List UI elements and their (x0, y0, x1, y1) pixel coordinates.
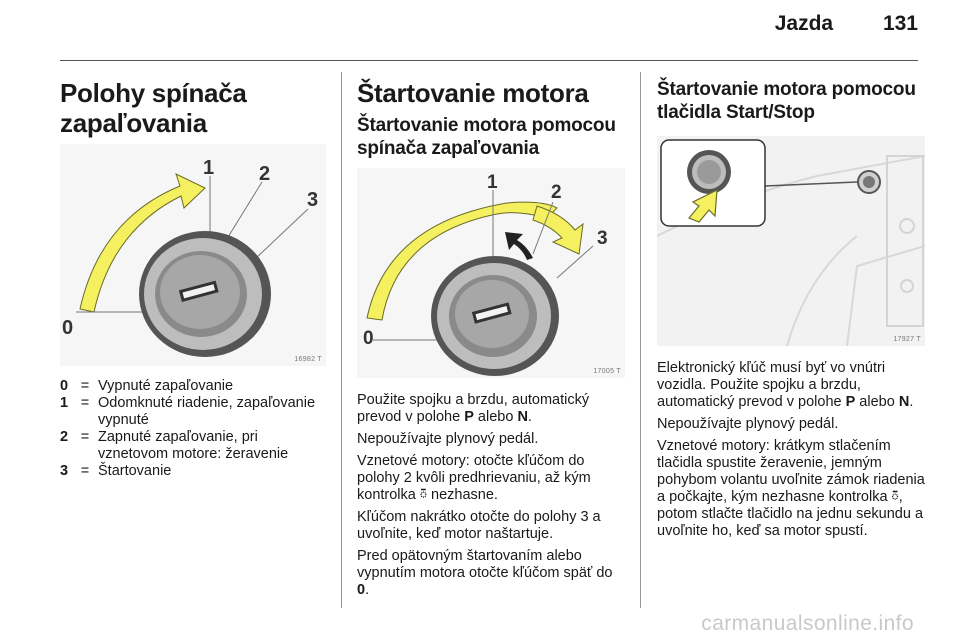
key-start-illustration: 1 2 3 0 (357, 168, 625, 378)
figure-label-3: 3 (307, 189, 318, 211)
start-stop-figure: 17927 T (657, 136, 925, 346)
instruction-paragraph: Nepoužívajte plynový pedál. (357, 431, 539, 447)
column-divider-1 (341, 72, 342, 608)
key-start-figure: 1 2 3 0 17005 T (357, 168, 625, 378)
start-stop-title: Štartovanie motora pomocou tlačidla Star… (657, 79, 916, 123)
figure-label-2: 2 (551, 182, 562, 203)
watermark: carmanualsonline.info (701, 612, 914, 635)
instruction-paragraph: Elektronický kľúč musí byť vo vnútri voz… (657, 360, 914, 410)
figure-code: 17005 T (593, 368, 621, 375)
figure-code: 17927 T (893, 336, 921, 343)
legend-item: 2 = Zapnuté zapaľovanie, pri vznetovom m… (60, 429, 289, 462)
instruction-paragraph: Nepoužívajte plynový pedál. (657, 416, 839, 432)
glow-plug-icon: ᰳ (419, 487, 428, 503)
key-start-subtitle: Štartovanie motora pomocou spínača zapaľ… (357, 115, 616, 159)
glow-plug-icon: ᰳ (891, 489, 899, 505)
legend-item: 1 = Odomknuté riadenie, zapaľovanie vypn… (60, 395, 316, 428)
instruction-paragraph: Kľúčom nakrátko otočte do polohy 3 a uvo… (357, 509, 601, 542)
ignition-positions-title: Polohy spínača zapaľovania (60, 78, 247, 138)
figure-label-0: 0 (363, 328, 374, 349)
column-engine-start: Štartovanie motora Štartovanie motora po… (357, 78, 625, 604)
page-header: Jazda 131 (775, 12, 918, 36)
legend-item: 3 = Štartovanie (60, 463, 172, 479)
engine-start-title: Štartovanie motora (357, 78, 589, 108)
legend-item: 0 = Vypnuté zapaľovanie (60, 378, 234, 394)
instruction-paragraph: Vznetové motory: otočte kľúčom do polohy… (357, 453, 591, 503)
column-divider-2 (640, 72, 641, 608)
page-number: 131 (882, 12, 918, 35)
figure-label-2: 2 (259, 163, 270, 185)
figure-label-1: 1 (487, 172, 498, 193)
figure-label-1: 1 (203, 157, 214, 179)
figure-label-3: 3 (597, 228, 608, 249)
instruction-paragraph: Použite spojku a brzdu, automatický prev… (357, 392, 590, 425)
figure-code: 16982 T (294, 356, 322, 363)
start-stop-illustration (657, 136, 925, 346)
column-start-stop-button: Štartovanie motora pomocou tlačidla Star… (657, 78, 925, 545)
header-divider (60, 60, 918, 61)
instruction-paragraph: Pred opätovným štartovaním alebo vypnutí… (357, 548, 613, 598)
section-title: Jazda (774, 12, 834, 35)
ignition-switch-figure: 1 2 3 0 16982 T (60, 144, 326, 366)
instruction-paragraph: Vznetové motory: krátkym stlačením tlači… (657, 438, 925, 539)
key-start-instructions: Použite spojku a brzdu, automatický prev… (357, 392, 625, 599)
figure-label-0: 0 (62, 317, 73, 339)
ignition-switch-illustration: 1 2 3 0 (60, 144, 326, 366)
start-stop-instructions: Elektronický kľúč musí byť vo vnútri voz… (657, 360, 925, 540)
column-ignition-positions: Polohy spínača zapaľovania 1 2 3 0 1 (60, 78, 326, 480)
position-legend: 0 = Vypnuté zapaľovanie 1 = Odomknuté ri… (60, 378, 326, 480)
